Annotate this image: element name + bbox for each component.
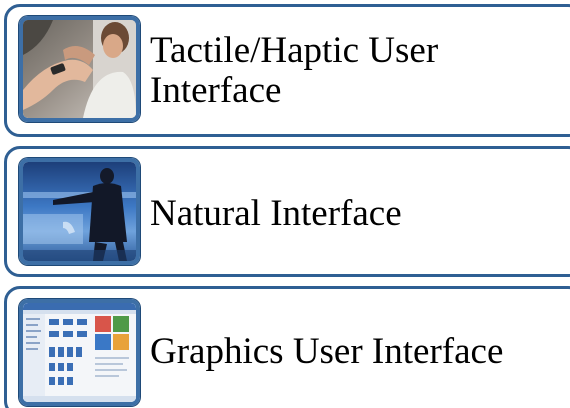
item-label: Natural Interface [150, 193, 402, 234]
haptic-photo-icon [19, 16, 140, 122]
gui-screenshot-icon [19, 299, 140, 406]
card-graphics-user-interface: Graphics User Interface [4, 286, 570, 408]
natural-interface-photo-icon [19, 158, 140, 265]
item-label: Tactile/Haptic User Interface [150, 30, 439, 111]
card-tactile-haptic: Tactile/Haptic User Interface [4, 4, 570, 137]
card-natural-interface: Natural Interface [4, 146, 570, 277]
item-label: Graphics User Interface [150, 331, 504, 372]
